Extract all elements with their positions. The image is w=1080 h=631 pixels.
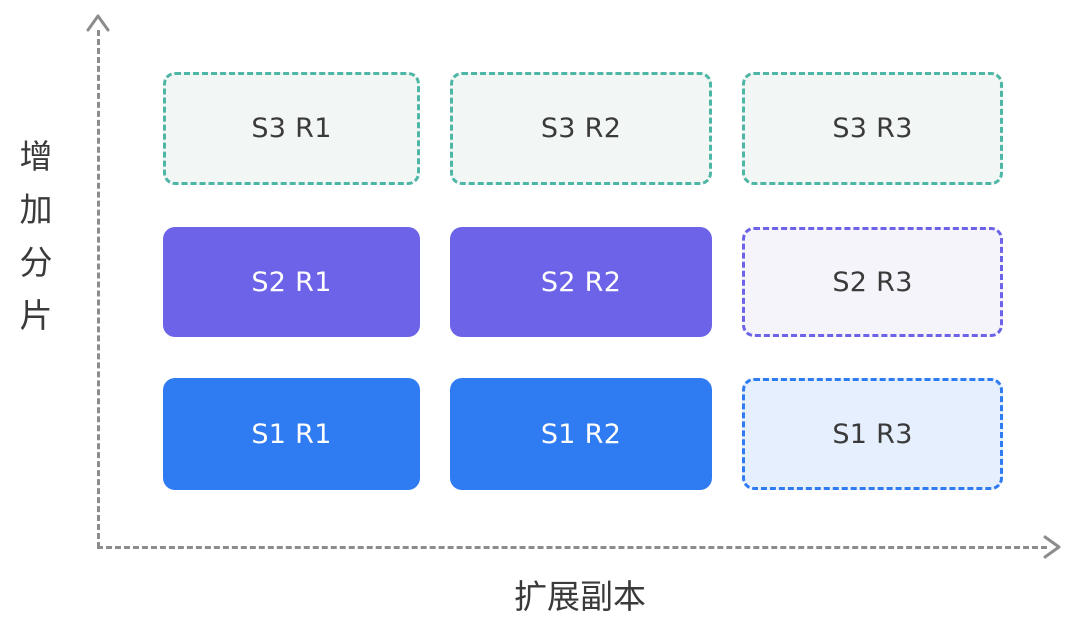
cell-s3-r3[interactable]: S3 R3 xyxy=(742,72,1003,185)
cell-s3-r2[interactable]: S3 R2 xyxy=(450,72,712,185)
cell-s2-r3[interactable]: S2 R3 xyxy=(742,227,1003,337)
y-axis-label: 增 加 分 片 xyxy=(8,130,64,342)
cell-s3-r2-label: S3 R2 xyxy=(540,113,622,144)
cell-s2-r1-label: S2 R1 xyxy=(251,266,332,298)
cell-s1-r1-label: S1 R1 xyxy=(251,418,332,450)
cell-s2-r1[interactable]: S2 R1 xyxy=(163,227,420,337)
x-axis-label: 扩展副本 xyxy=(514,577,646,616)
y-axis-label-char-2: 加 xyxy=(19,190,53,229)
arrow-right-icon xyxy=(1035,531,1067,563)
cell-s3-r1[interactable]: S3 R1 xyxy=(163,72,420,185)
cell-s3-r3-label: S3 R3 xyxy=(832,113,913,144)
cell-s2-r3-label: S2 R3 xyxy=(832,266,913,298)
cell-s1-r3-label: S1 R3 xyxy=(832,418,913,450)
cell-s2-r2-label: S2 R2 xyxy=(540,266,622,298)
y-axis-line xyxy=(97,30,100,548)
cell-s3-r1-label: S3 R1 xyxy=(251,113,332,144)
y-axis-label-char-4: 片 xyxy=(19,296,53,335)
cell-s1-r3[interactable]: S1 R3 xyxy=(742,378,1003,490)
y-axis-label-char-1: 增 xyxy=(19,137,53,176)
cell-s1-r2-label: S1 R2 xyxy=(540,418,622,450)
cell-s1-r2[interactable]: S1 R2 xyxy=(450,378,712,490)
x-axis-line xyxy=(97,546,1047,549)
cell-s1-r1[interactable]: S1 R1 xyxy=(163,378,420,490)
cell-s2-r2[interactable]: S2 R2 xyxy=(450,227,712,337)
arrow-up-icon xyxy=(82,8,114,38)
y-axis-label-char-3: 分 xyxy=(19,243,53,282)
